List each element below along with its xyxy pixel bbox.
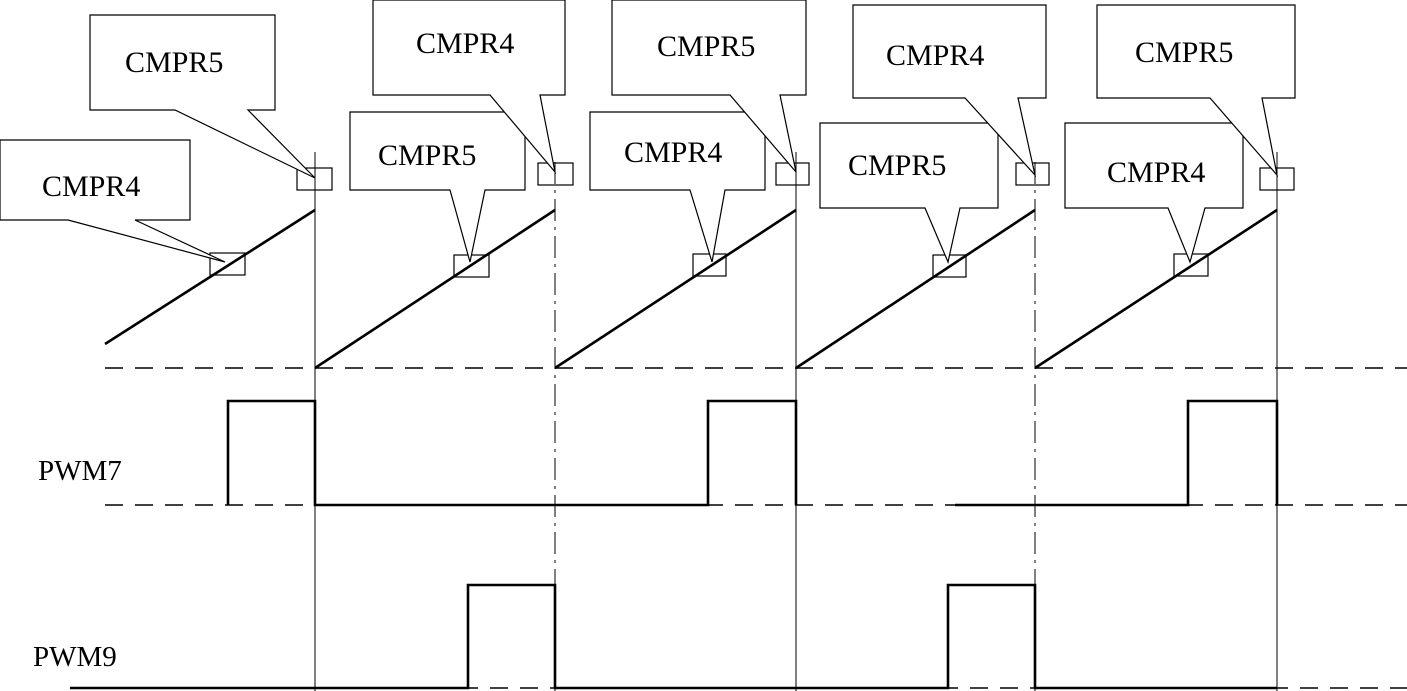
pwm7-waveform — [226, 399, 798, 507]
callout-label: CMPR4 — [42, 170, 140, 203]
callout-label: CMPR5 — [378, 139, 476, 172]
callout-bubble — [0, 139, 226, 263]
callout-bubble — [1096, 4, 1296, 178]
counter-ramps — [104, 208, 1278, 370]
pwm7-signal: PWM7 — [38, 399, 1407, 507]
callout-bubble — [349, 111, 526, 263]
pwm9-waveform — [70, 583, 1277, 690]
counter-ramp — [104, 208, 316, 346]
callout-label: CMPR4 — [886, 39, 984, 72]
compare-marker — [296, 167, 333, 191]
pwm9-signal: PWM9 — [33, 583, 1407, 690]
callouts: CMPR4 CMPR5 CMPR5 CMPR4 CMPR4 CMPR5 CMPR… — [0, 0, 1296, 264]
counter-ramp — [314, 208, 556, 370]
pwm7-label: PWM7 — [38, 455, 122, 487]
pwm9-label: PWM9 — [33, 641, 117, 673]
callout-label: CMPR5 — [657, 30, 755, 63]
callout-bubble — [89, 14, 316, 179]
compare-marker — [209, 252, 246, 276]
callout-label: CMPR5 — [125, 46, 223, 79]
counter-ramp — [554, 208, 797, 370]
callout-label: CMPR5 — [848, 149, 946, 182]
callout-bubble — [372, 0, 566, 175]
callout-label: CMPR4 — [624, 136, 722, 169]
compare-marker — [537, 162, 574, 186]
callout-bubble — [819, 122, 999, 264]
callout-label: CMPR4 — [416, 27, 514, 60]
counter-ramp — [795, 208, 1036, 370]
callout-label: CMPR4 — [1107, 156, 1205, 189]
callout-bubble — [852, 4, 1047, 178]
callout-label: CMPR5 — [1135, 36, 1233, 69]
callout-bubble — [589, 111, 766, 263]
compare-marker — [1259, 167, 1295, 191]
counter-ramp — [1034, 208, 1278, 370]
pwm7-waveform — [955, 399, 1279, 507]
callout-bubble — [611, 0, 807, 173]
callout-bubble — [1064, 122, 1244, 264]
compare-marker — [692, 253, 727, 277]
